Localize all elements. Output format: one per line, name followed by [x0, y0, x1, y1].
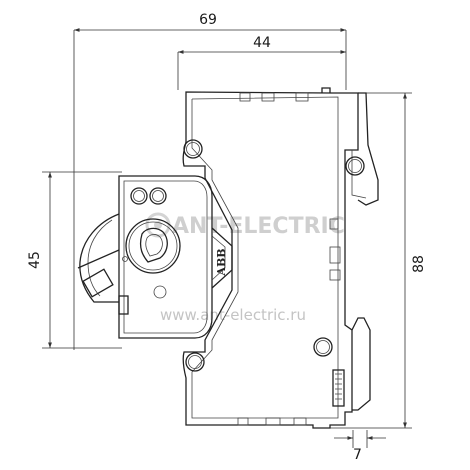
watermark-url: www.ant-electric.ru [160, 306, 306, 324]
dimension-label-44: 44 [253, 35, 271, 51]
breaker-front-face [77, 175, 233, 339]
watermark: ANT-ELECTRIC www.ant-electric.ru [145, 212, 345, 324]
abb-logo: ABB [215, 248, 228, 276]
dimension-label-88: 88 [411, 255, 427, 273]
dimension-front-depth: 44 [177, 35, 346, 90]
breaker-body [182, 87, 379, 429]
abb-logo-text: ABB [215, 248, 228, 276]
dimension-height: 88 [320, 92, 427, 429]
dimension-overall-depth: 69 [73, 12, 347, 350]
dimension-label-69: 69 [199, 12, 217, 28]
dimension-rail-offset: 7 [334, 430, 386, 463]
dimension-label-45: 45 [27, 251, 43, 269]
dimension-label-7: 7 [353, 447, 362, 463]
watermark-brand: ANT-ELECTRIC [172, 214, 345, 239]
dimension-handle-height: 45 [27, 171, 122, 349]
